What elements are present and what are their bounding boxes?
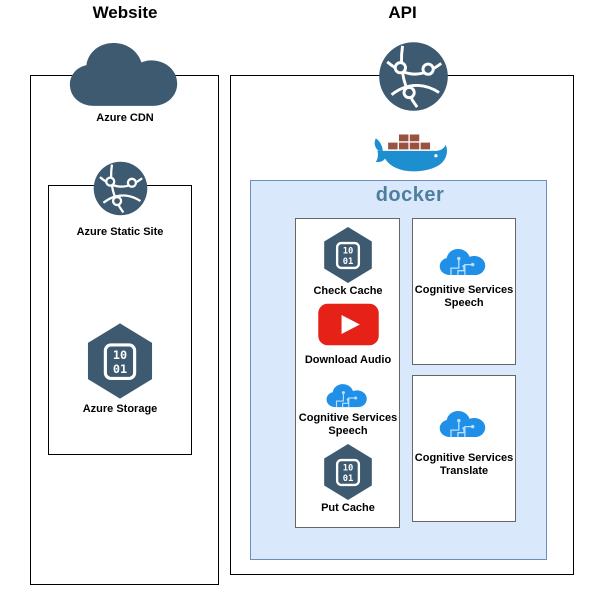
docker-wordmark: docker: [375, 184, 445, 206]
translate-service-box: [412, 375, 516, 522]
cognitive-speech-icon-pipeline: [325, 376, 371, 410]
website-title: Website: [92, 3, 158, 22]
check-cache-label: Check Cache: [313, 285, 383, 297]
cognitive-speech-label-pipeline: Cognitive Services Speech: [298, 412, 398, 438]
put-cache-icon: [321, 443, 375, 501]
youtube-icon: [317, 302, 380, 347]
azure-cdn-cloud-icon: [67, 38, 183, 108]
api-title: API: [388, 3, 417, 22]
azure-cdn-label: Azure CDN: [96, 112, 154, 124]
speech-service-box: [412, 218, 516, 365]
docker-whale-icon: [373, 133, 449, 185]
azure-storage-label: Azure Storage: [82, 403, 158, 415]
download-audio-label: Download Audio: [304, 354, 392, 366]
cognitive-speech-service-label: Cognitive Services Speech: [414, 284, 514, 310]
put-cache-label: Put Cache: [321, 502, 375, 514]
cognitive-translate-service-icon: [438, 402, 490, 440]
cognitive-speech-service-icon: [438, 240, 490, 278]
azure-static-site-label: Azure Static Site: [76, 226, 164, 238]
azure-storage-icon: [83, 322, 157, 400]
api-globe-icon: [377, 40, 450, 113]
azure-static-site-globe-icon: [92, 160, 149, 217]
check-cache-icon: [321, 226, 375, 284]
cognitive-translate-service-label: Cognitive Services Translate: [414, 452, 514, 478]
